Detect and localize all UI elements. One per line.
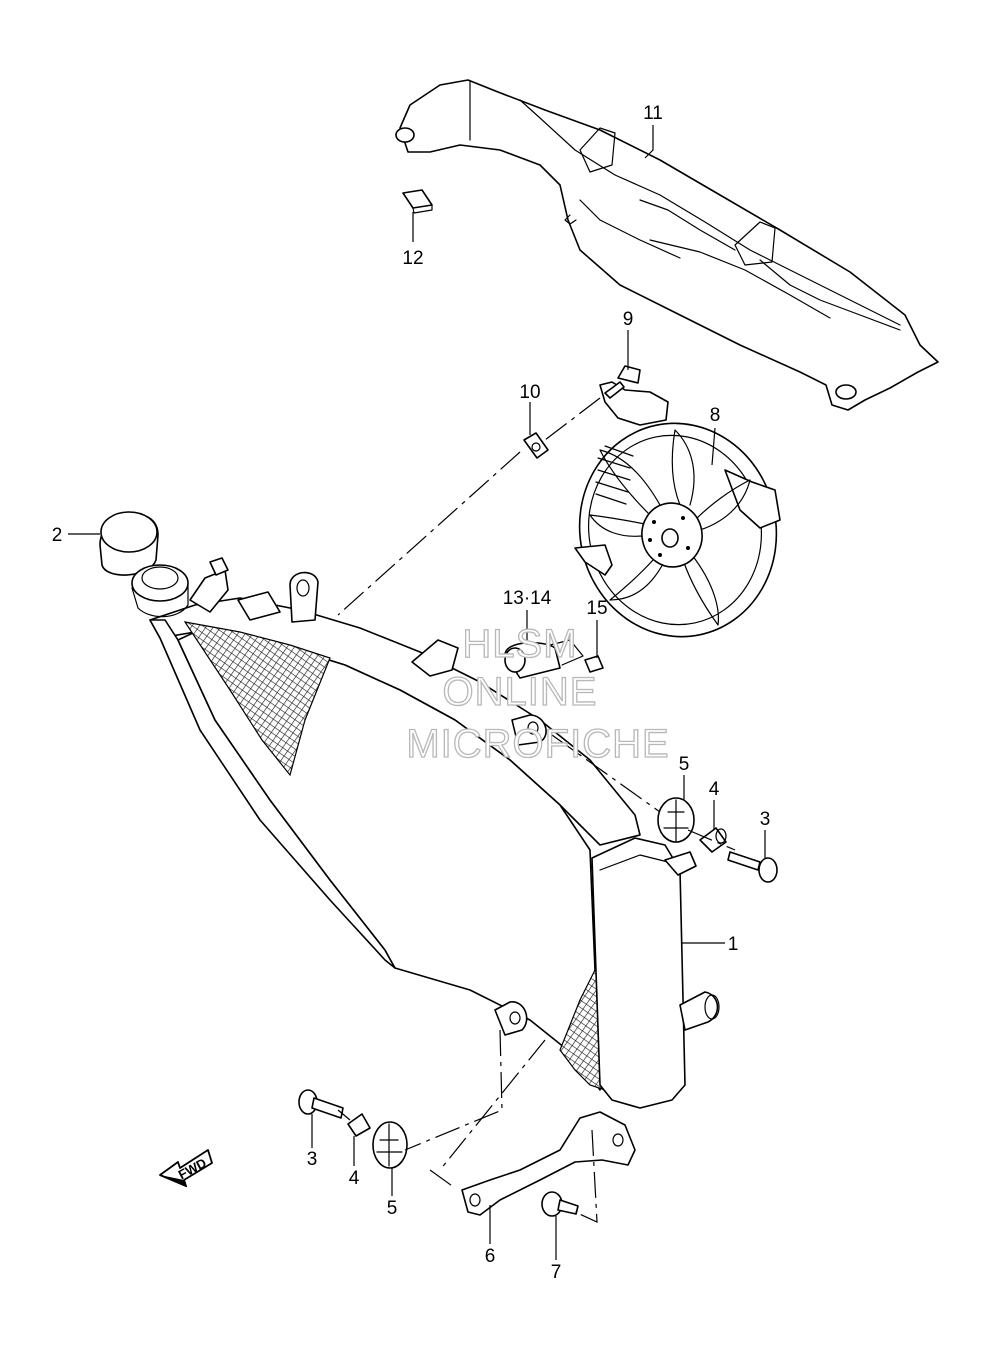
radiator-cover xyxy=(395,79,939,411)
bolt-left xyxy=(298,1089,344,1119)
radiator-cap xyxy=(99,511,189,618)
grommet-right xyxy=(657,797,695,843)
callout-4-right: 4 xyxy=(709,779,720,800)
bracket-bolt xyxy=(541,1191,579,1217)
callout-13-14: 13·14 xyxy=(503,588,552,609)
bolt-right xyxy=(727,851,778,883)
watermark-line-1: HLSM xyxy=(462,622,577,666)
watermark-line-2: ONLINE xyxy=(443,670,598,714)
callout-1: 1 xyxy=(728,934,739,955)
callout-2: 2 xyxy=(52,525,63,546)
callout-12: 12 xyxy=(402,248,423,269)
forward-arrow-icon: FWD xyxy=(159,1149,213,1188)
callout-5-left: 5 xyxy=(387,1198,398,1219)
radiator xyxy=(149,557,720,1109)
collar-left xyxy=(347,1113,371,1137)
callout-9: 9 xyxy=(623,309,634,330)
fan-bolt xyxy=(604,365,641,399)
callout-6: 6 xyxy=(485,1246,496,1267)
callout-7: 7 xyxy=(551,1262,562,1283)
callout-10: 10 xyxy=(519,382,540,403)
assembly-lines xyxy=(337,397,736,1223)
fwd-label: FWD xyxy=(176,1155,209,1182)
callout-15: 15 xyxy=(586,598,607,619)
grommet-left xyxy=(372,1121,408,1169)
leader-lines xyxy=(68,125,766,1260)
callout-3-right: 3 xyxy=(760,809,771,830)
callout-3-left: 3 xyxy=(307,1149,318,1170)
clip-part xyxy=(402,189,433,214)
callout-4-left: 4 xyxy=(349,1168,360,1189)
watermark-line-3: MICROFICHE xyxy=(406,722,669,766)
callout-11: 11 xyxy=(643,103,663,124)
callout-8: 8 xyxy=(710,405,721,426)
collar-right xyxy=(699,827,727,853)
callout-labels: 11 12 9 10 8 2 13·14 15 5 4 3 1 3 4 5 6 … xyxy=(52,103,771,1283)
fan-nut xyxy=(523,432,549,459)
cooling-fan xyxy=(574,381,781,638)
fan-thermo-switch xyxy=(504,639,584,679)
callout-5-right: 5 xyxy=(679,754,690,775)
watermark: HLSM ONLINE MICROFICHE xyxy=(406,621,670,766)
sensor-screw xyxy=(584,655,604,673)
